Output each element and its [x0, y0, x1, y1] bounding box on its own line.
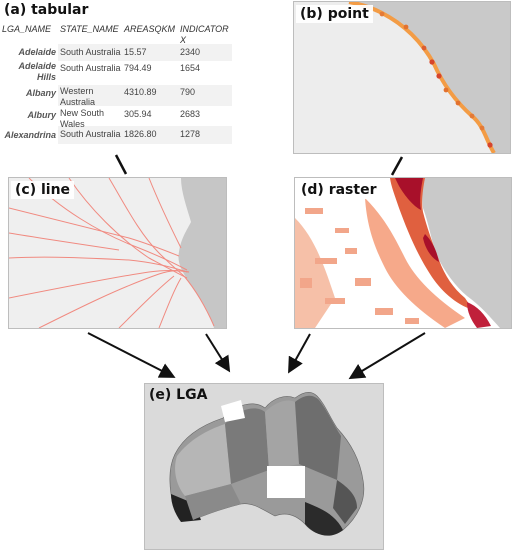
raster-speckle: [315, 258, 337, 264]
connector-tabular-to-line: [114, 154, 128, 175]
panel-label-point: (b) point: [296, 5, 373, 23]
point-marker: [487, 142, 493, 148]
point-marker: [421, 45, 427, 51]
point-marker: [443, 87, 449, 93]
point-markers: [379, 11, 493, 148]
table-row-state: New South Wales: [60, 108, 105, 129]
table-row-area: 4310.89: [124, 87, 157, 97]
route-line: [68, 178, 188, 279]
table-row-lga: Albany: [25, 88, 56, 98]
lga-map-panel: (e) LGA: [144, 383, 384, 550]
table-row-state: South Australia: [60, 63, 121, 73]
route-line: [148, 178, 182, 249]
lga-region: [185, 484, 241, 520]
route-line: [118, 275, 175, 328]
table-row-indicator: 1278: [180, 129, 201, 139]
route-line: [9, 256, 188, 273]
table-row-indicator: 1654: [180, 63, 201, 73]
raster-speckles: [300, 208, 419, 324]
table-row-state: South Australia: [60, 129, 121, 139]
table-row-background: [58, 44, 232, 61]
lga-map: [169, 392, 365, 536]
table-row-background: [58, 85, 232, 106]
raster-speckle: [300, 278, 312, 288]
point-map-panel: (b) point: [293, 1, 511, 154]
sea-area: [422, 178, 511, 328]
arrow-raster-to-lga: [348, 332, 426, 380]
line-features: [9, 178, 215, 328]
raster-speckle: [375, 308, 393, 315]
arrow-line-to-lga: [87, 332, 176, 378]
table-row-area: 15.57: [124, 47, 147, 57]
panel-label-tabular: (a) tabular: [4, 2, 89, 18]
raster-dark-zone: [467, 302, 491, 328]
route-line: [28, 178, 188, 271]
lga-region: [175, 424, 231, 496]
point-marker: [429, 59, 435, 65]
point-marker: [379, 11, 385, 17]
table-row-area: 1826.80: [124, 129, 157, 139]
table-row-lga: Adelaide: [18, 47, 56, 57]
point-marker: [469, 113, 475, 119]
column-header-areasqkm: AREASQKM: [124, 24, 176, 34]
route-line: [183, 275, 215, 327]
arrow-line-to-lga: [205, 333, 231, 373]
line-map-panel: (c) line: [8, 177, 227, 329]
table-row-state: Western Australia: [60, 86, 96, 107]
lga-region: [225, 408, 269, 484]
table-row-background: [58, 126, 232, 144]
table-row-lga: Adelaide Hills: [18, 61, 56, 82]
point-marker: [403, 24, 409, 30]
table-row-area: 305.94: [124, 109, 152, 119]
table-row-indicator: 2683: [180, 109, 201, 119]
lga-region-white: [267, 466, 305, 498]
column-header-state-name: STATE_NAME: [60, 24, 119, 34]
table-row-indicator: 2340: [180, 47, 201, 57]
raster-speckle: [345, 248, 357, 254]
column-header-lga-name: LGA_NAME: [2, 24, 52, 34]
point-marker: [436, 73, 442, 79]
panel-label-line: (c) line: [11, 181, 75, 199]
lga-region: [265, 400, 299, 470]
table-row-state: South Australia: [60, 47, 121, 57]
raster-light-zone: [365, 198, 465, 328]
arrow-raster-to-lga: [288, 333, 311, 374]
column-header-indicator-x: INDICATOR X: [180, 24, 229, 45]
raster-speckle: [335, 228, 349, 233]
route-line: [108, 178, 185, 277]
raster-speckle: [325, 298, 345, 304]
raster-map-panel: (d) raster: [294, 177, 512, 329]
connector-point-to-raster: [390, 156, 404, 176]
route-line: [9, 207, 180, 257]
raster-speckle: [355, 278, 371, 286]
raster-dark-zone: [395, 178, 423, 210]
table-row-lga: Alexandrina: [4, 130, 56, 140]
route-line: [158, 277, 182, 328]
lga-region-dark: [305, 502, 343, 536]
raster-speckle: [305, 208, 323, 214]
point-marker: [479, 125, 485, 131]
lga-region: [295, 395, 341, 480]
table-row-indicator: 790: [180, 87, 196, 97]
raster-speckle: [405, 318, 419, 324]
panel-label-lga: (e) LGA: [149, 387, 208, 403]
point-marker: [455, 100, 461, 106]
lga-region: [333, 480, 357, 524]
route-line: [9, 232, 120, 251]
line-map: [9, 178, 226, 328]
lga-region-white: [221, 400, 245, 422]
sea-area: [178, 178, 226, 328]
raster-map: [295, 178, 511, 328]
panel-label-raster: (d) raster: [297, 181, 381, 199]
route-line: [38, 270, 190, 328]
table-row-lga: Albury: [27, 110, 56, 120]
raster-dark-zone: [423, 234, 439, 262]
sea-area: [349, 2, 510, 153]
table-row-area: 794.49: [124, 63, 152, 73]
tabular-panel: (a) tabular LGA_NAME STATE_NAME AREASQKM…: [0, 0, 235, 150]
